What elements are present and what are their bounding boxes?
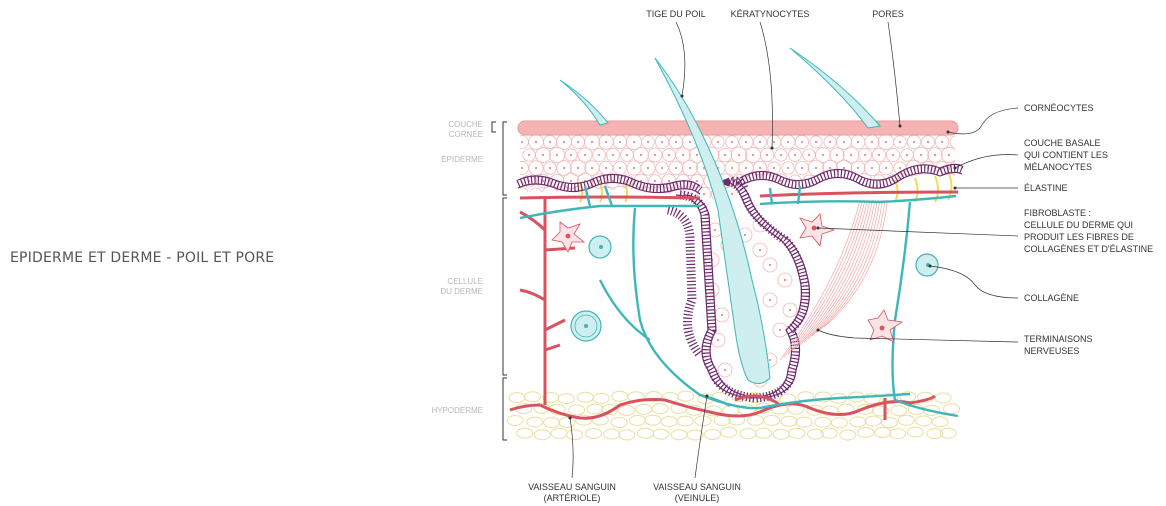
label-pores: PORES [872, 9, 904, 19]
left-labels: COUCHE CORNÉE ÉPIDERME CELLULE DU DERME … [431, 120, 483, 415]
label-couche-cornee-1: COUCHE [448, 120, 483, 129]
label-fibroblaste-4: COLLAGÈNES ET D'ÉLASTINE [1024, 244, 1153, 254]
label-fibroblaste-2: CELLULE DU DERME QUI [1024, 220, 1133, 230]
corneocyte-layer [518, 121, 958, 135]
label-arteriole-1: VAISSEAU SANGUIN [528, 482, 616, 492]
label-collagene: COLLAGÈNE [1024, 293, 1079, 303]
label-veinule-1: VAISSEAU SANGUIN [653, 482, 741, 492]
label-epiderme: ÉPIDERME [441, 155, 483, 164]
layer-brackets [492, 122, 507, 440]
label-veinule-2: (VEINULE) [675, 493, 720, 503]
label-fibroblaste-1: FIBROBLASTE : [1024, 208, 1091, 218]
label-couche-basale-1: COUCHE BASALE [1024, 138, 1101, 148]
bottom-labels: VAISSEAU SANGUIN (ARTÉRIOLE) VAISSEAU SA… [528, 482, 741, 503]
pore-right [790, 48, 880, 128]
label-couche-basale-2: QUI CONTIENT LES [1024, 150, 1108, 160]
label-hypoderme: HYPODERME [431, 406, 483, 415]
label-arteriole-2: (ARTÉRIOLE) [544, 493, 601, 503]
label-elastine: ÉLASTINE [1024, 183, 1068, 193]
right-labels: CORNÉOCYTES COUCHE BASALE QUI CONTIENT L… [1024, 103, 1153, 356]
label-corneocytes: CORNÉOCYTES [1024, 103, 1094, 113]
top-labels: TIGE DU POIL KÉRATYNOCYTES PORES [646, 9, 904, 19]
label-terminaisons-1: TERMINAISONS [1024, 334, 1093, 344]
label-terminaisons-2: NERVEUSES [1024, 346, 1079, 356]
label-couche-cornee-2: CORNÉE [449, 130, 483, 139]
label-fibroblaste-3: PRODUIT LES FIBRES DE [1024, 232, 1134, 242]
label-keratinocytes: KÉRATYNOCYTES [731, 9, 810, 19]
label-cellule-derme-1: CELLULE [447, 277, 483, 286]
label-tige-du-poil: TIGE DU POIL [646, 9, 706, 19]
label-couche-basale-3: MÉLANOCYTES [1024, 162, 1092, 172]
pore-left [560, 80, 608, 125]
label-cellule-derme-2: DU DERME [440, 287, 483, 296]
